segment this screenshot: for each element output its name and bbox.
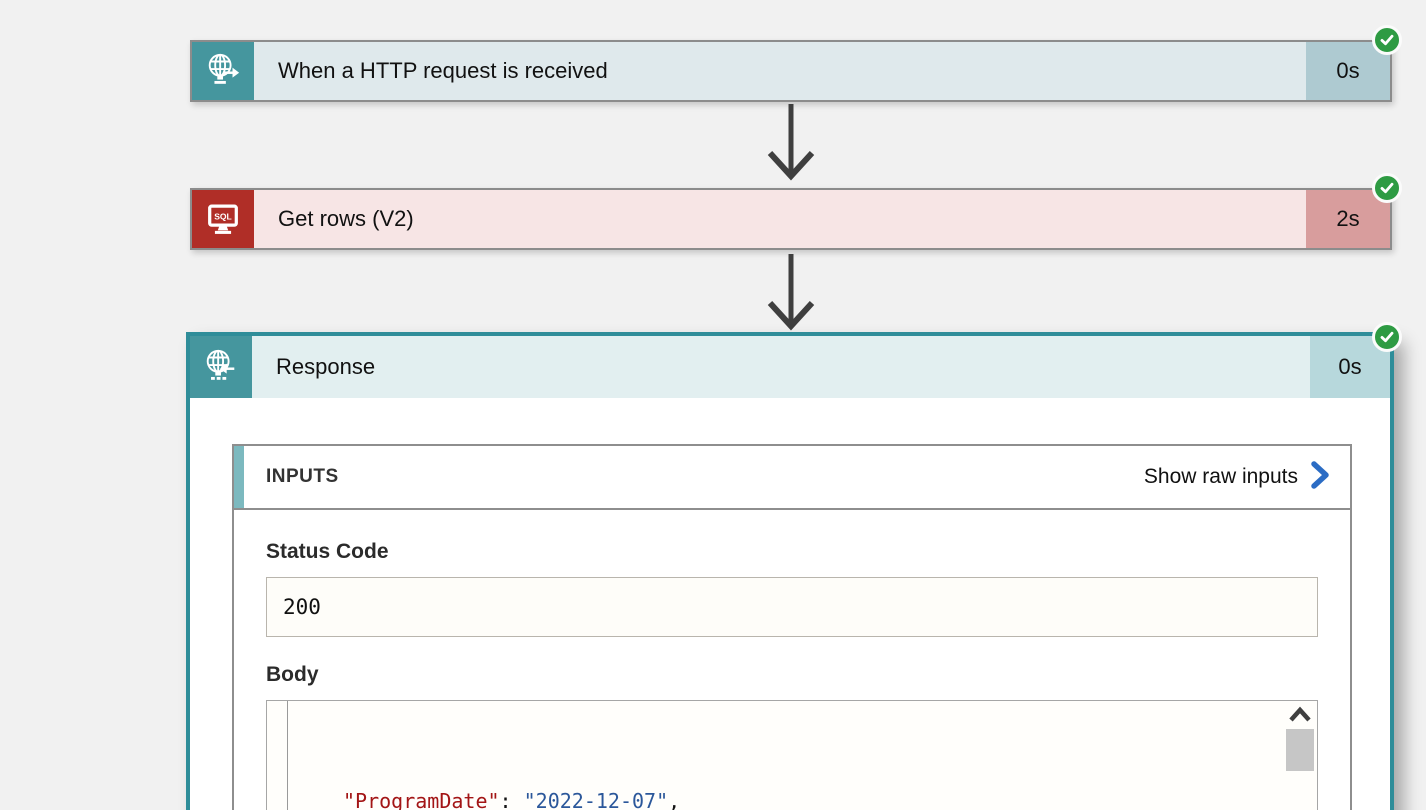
scrollbar-thumb[interactable] <box>1286 729 1314 771</box>
connector-arrow <box>767 104 815 181</box>
connector-arrow <box>767 254 815 331</box>
code-gutter-divider <box>287 701 288 810</box>
status-code-value: 200 <box>283 595 321 619</box>
success-check-icon <box>1372 173 1402 203</box>
status-code-field[interactable]: 200 <box>266 577 1318 637</box>
body-scrollbar[interactable] <box>1285 703 1315 810</box>
step-title: Get rows (V2) <box>254 190 1306 248</box>
show-raw-inputs-link[interactable]: Show raw inputs <box>1144 460 1350 495</box>
sql-database-icon: SQL <box>192 190 254 248</box>
step-title: When a HTTP request is received <box>254 42 1306 100</box>
json-line: "ProgramDate": "2022-12-07", <box>343 789 681 810</box>
svg-text:SQL: SQL <box>214 212 232 222</box>
step-duration: 2s <box>1306 190 1390 248</box>
body-code-viewer[interactable]: "ProgramDate": "2022-12-07", "StartDateT… <box>266 700 1318 810</box>
inputs-accent-bar <box>234 446 244 508</box>
step-when-http-request-received[interactable]: When a HTTP request is received 0s <box>190 40 1392 102</box>
inputs-content: Status Code 200 Body "ProgramDate": "202… <box>234 510 1350 810</box>
scroll-up-icon[interactable] <box>1285 703 1315 727</box>
step-get-rows-v2[interactable]: SQL Get rows (V2) 2s <box>190 188 1392 250</box>
success-check-icon <box>1372 322 1402 352</box>
status-code-label: Status Code <box>266 540 389 563</box>
step-title: Response <box>252 336 1310 398</box>
chevron-right-icon <box>1308 460 1332 495</box>
success-check-icon <box>1372 25 1402 55</box>
step-duration: 0s <box>1306 42 1390 100</box>
inputs-panel: INPUTS Show raw inputs Status Code 200 B <box>232 444 1352 810</box>
json-body-content: "ProgramDate": "2022-12-07", "StartDateT… <box>267 701 1317 810</box>
http-response-icon <box>190 336 252 398</box>
show-raw-inputs-label: Show raw inputs <box>1143 465 1298 488</box>
step-response-expanded: Response 0s INPUTS Show raw inputs <box>186 332 1394 810</box>
step-response-header[interactable]: Response 0s <box>190 336 1390 398</box>
inputs-section-title: INPUTS <box>266 466 339 487</box>
body-label: Body <box>266 663 319 686</box>
inputs-panel-header: INPUTS Show raw inputs <box>234 446 1350 510</box>
http-request-icon <box>192 42 254 100</box>
